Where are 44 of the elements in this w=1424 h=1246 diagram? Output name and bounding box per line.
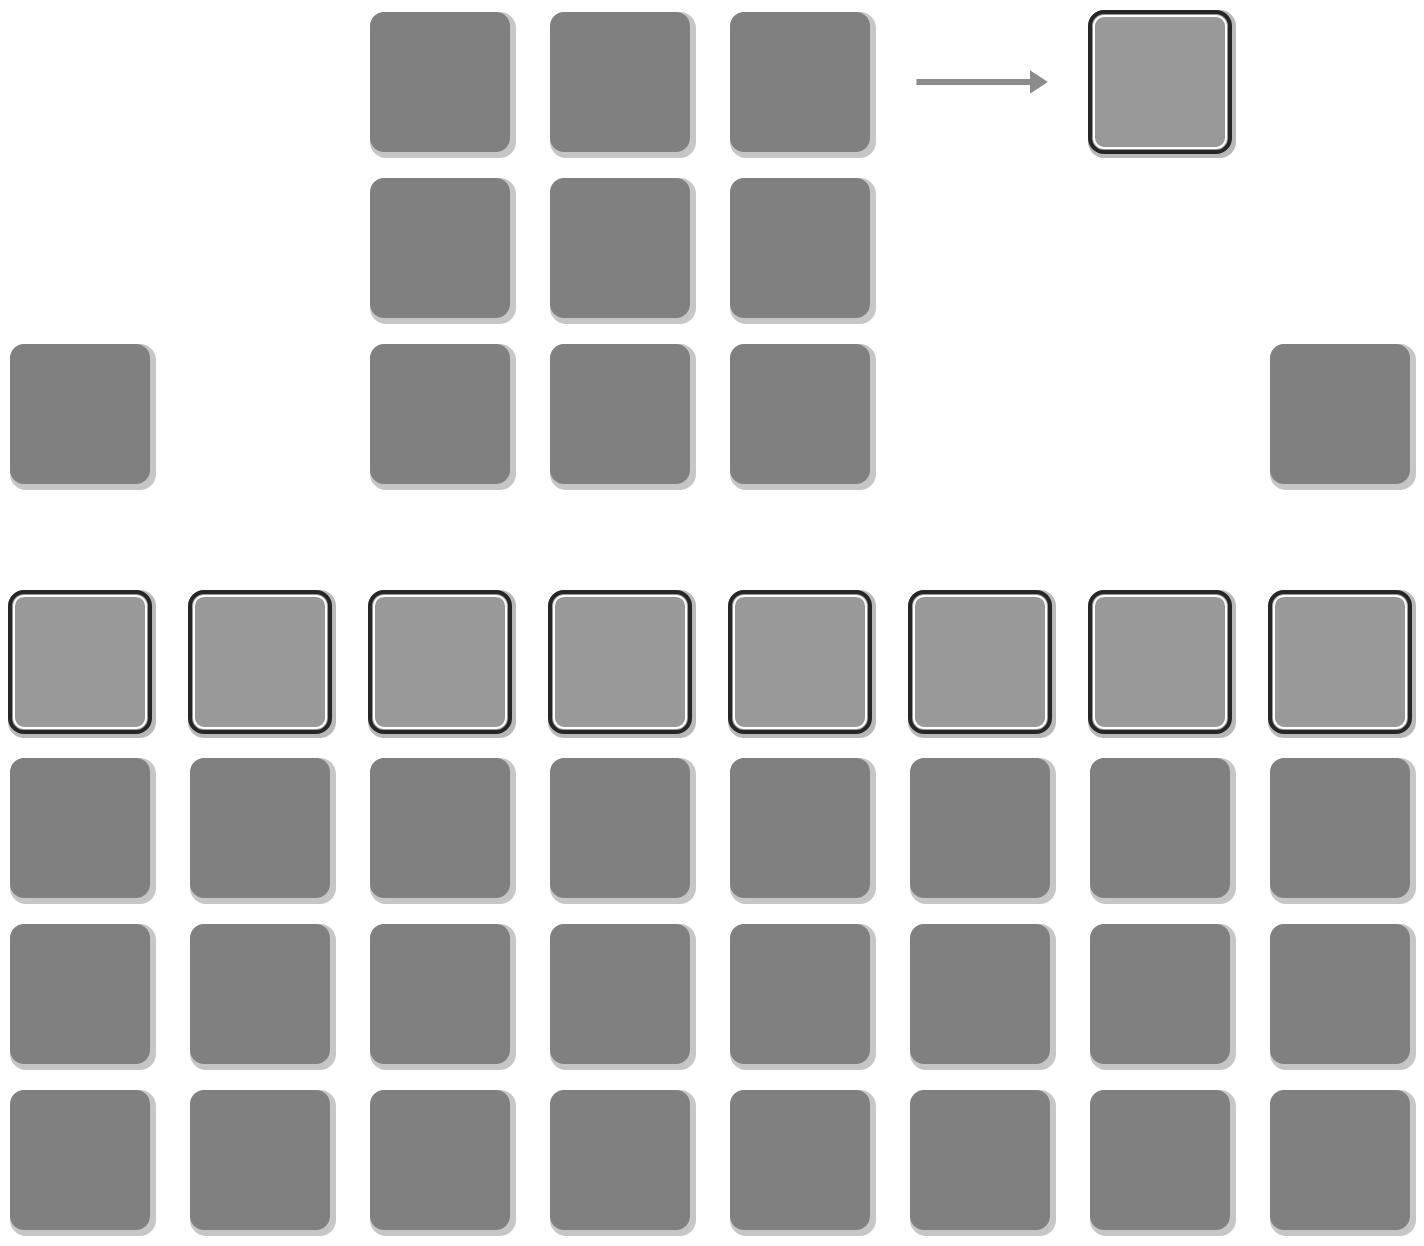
tile [10,344,156,490]
tile [370,344,516,490]
tile [8,590,156,738]
tile [370,758,516,904]
tile [370,12,516,158]
tile [730,758,876,904]
tile [910,758,1056,904]
tile [1270,924,1416,1070]
tile [550,1090,696,1236]
tile [730,344,876,490]
tile [10,1090,156,1236]
tile [10,924,156,1070]
tile [1270,1090,1416,1236]
tile [908,590,1056,738]
tile [370,178,516,324]
tile [1090,1090,1236,1236]
tile [910,924,1056,1070]
tile [1270,758,1416,904]
tile [910,1090,1056,1236]
tile [550,758,696,904]
tile [548,590,696,738]
tile [730,1090,876,1236]
tile [1268,590,1416,738]
tile [1090,924,1236,1070]
tile [1088,590,1236,738]
tile [550,178,696,324]
tile [190,1090,336,1236]
tile [730,924,876,1070]
tile [1270,344,1416,490]
tile [1090,758,1236,904]
tile [550,924,696,1070]
tile [1088,10,1236,158]
tile [550,344,696,490]
tile [10,758,156,904]
tile [370,1090,516,1236]
tile [550,12,696,158]
tile [368,590,516,738]
tile [188,590,336,738]
tile [730,12,876,158]
tile [728,590,876,738]
tile [190,924,336,1070]
tile [190,758,336,904]
tile [730,178,876,324]
tile [370,924,516,1070]
